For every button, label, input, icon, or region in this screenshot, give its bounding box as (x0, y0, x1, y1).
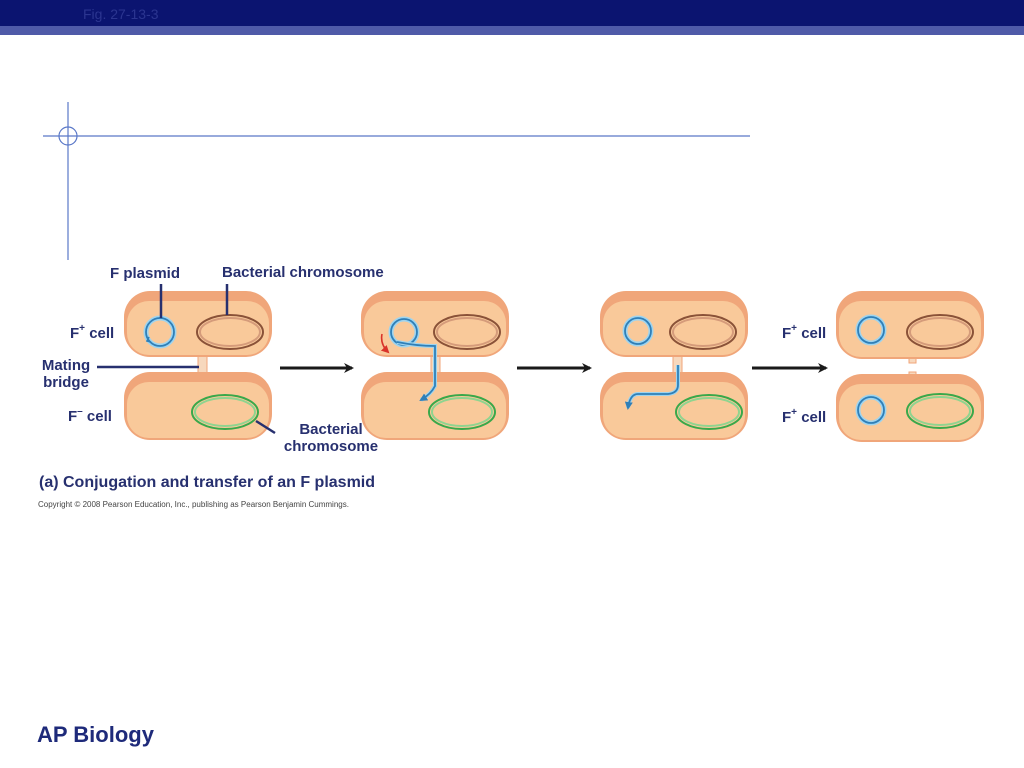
header-stripe (0, 26, 1024, 35)
recipient-chromosome (675, 394, 743, 430)
f-letter: F (782, 409, 792, 426)
stage-3 (600, 291, 748, 440)
bacterial-chromosome (669, 314, 737, 350)
stage-1 (97, 284, 276, 440)
transferring-strand (396, 341, 436, 402)
cell-word: cell (801, 409, 827, 426)
transferring-strand (624, 365, 679, 410)
bacterial-chromosome-line2: chromosome (283, 438, 379, 455)
label-f-minus-cell: F– cell (68, 406, 112, 426)
bacterial-chromosome (196, 314, 264, 350)
slide-title: Fig. 27-13-3 (83, 6, 159, 22)
label-f-plus-cell-left: F+ cell (70, 323, 115, 343)
f-letter: F (70, 325, 80, 342)
plus-superscript: + (791, 407, 798, 418)
label-f-plus-cell-right-bottom: F+ cell (782, 407, 827, 427)
bacterial-chromosome (433, 314, 501, 350)
rotation-arrow (380, 333, 390, 354)
label-mating-bridge: Mating bridge (36, 357, 96, 391)
label-bacterial-chromosome-top: Bacterial chromosome (222, 264, 384, 281)
plus-superscript: + (791, 323, 798, 334)
f-letter: F (68, 408, 78, 425)
header-bar (0, 0, 1024, 26)
recipient-chromosome (191, 394, 259, 430)
stage-2 (361, 291, 509, 440)
mating-bridge-line1: Mating (41, 357, 91, 374)
bacterial-chromosome-line1: Bacterial (299, 421, 363, 438)
f-plasmid (622, 315, 654, 347)
cell-word: cell (89, 325, 115, 342)
stage-4 (836, 291, 984, 442)
recipient-chromosome (906, 393, 974, 429)
mating-bridge-line2: bridge (43, 374, 89, 391)
recipient-chromosome (428, 394, 496, 430)
minus-superscript: – (77, 406, 83, 417)
cell-word: cell (801, 325, 827, 342)
cell-word: cell (86, 408, 112, 425)
label-f-plasmid: F plasmid (110, 265, 181, 282)
figure-caption: (a) Conjugation and transfer of an F pla… (39, 474, 376, 491)
recipient-cell (600, 372, 748, 440)
label-f-plus-cell-right-top: F+ cell (782, 323, 827, 343)
copyright-notice: Copyright © 2008 Pearson Education, Inc.… (38, 500, 349, 509)
f-plasmid-copy (855, 394, 887, 426)
plus-superscript: + (79, 323, 86, 334)
label-bacterial-chromosome-bottom: Bacterial chromosome (270, 421, 392, 455)
f-letter: F (782, 325, 792, 342)
f-plasmid (855, 314, 887, 346)
bacterial-chromosome (906, 314, 974, 350)
footer-title: AP Biology (37, 722, 154, 747)
recipient-chromosome-leader (255, 419, 276, 435)
